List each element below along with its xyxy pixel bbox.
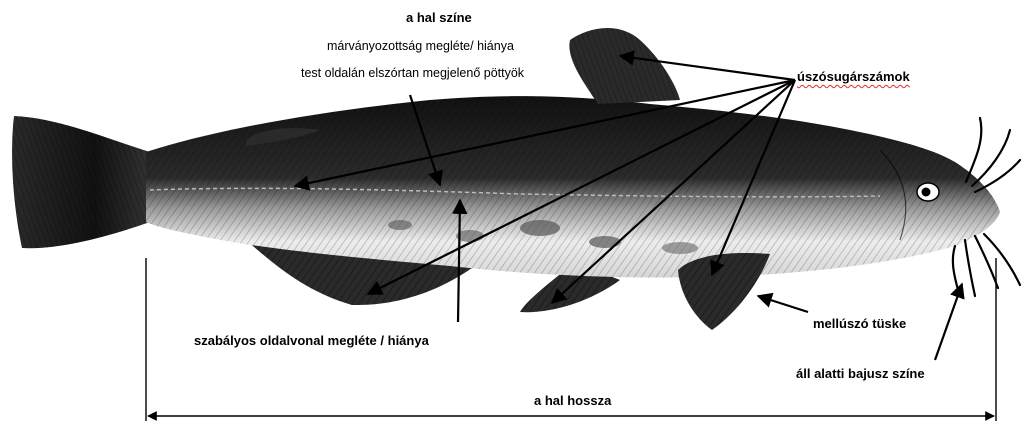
pectoral-fin bbox=[678, 253, 770, 330]
marbling-label: márványozottság megléte/ hiánya bbox=[327, 39, 514, 53]
pectoral-spine-label: mellúszó tüske bbox=[813, 316, 906, 331]
fin-rays-label: úszósugárszámok bbox=[797, 69, 910, 84]
spots-label: test oldalán elszórtan megjelenő pöttyök bbox=[301, 66, 524, 80]
color-title-label: a hal színe bbox=[406, 10, 472, 25]
caudal-fin bbox=[12, 116, 150, 248]
barbel-color-label: áll alatti bajusz színe bbox=[796, 366, 925, 381]
length-label: a hal hossza bbox=[534, 393, 611, 408]
dorsal-fin bbox=[569, 28, 680, 104]
lateral-line-label: szabályos oldalvonal megléte / hiánya bbox=[194, 333, 429, 348]
eye bbox=[917, 183, 939, 201]
